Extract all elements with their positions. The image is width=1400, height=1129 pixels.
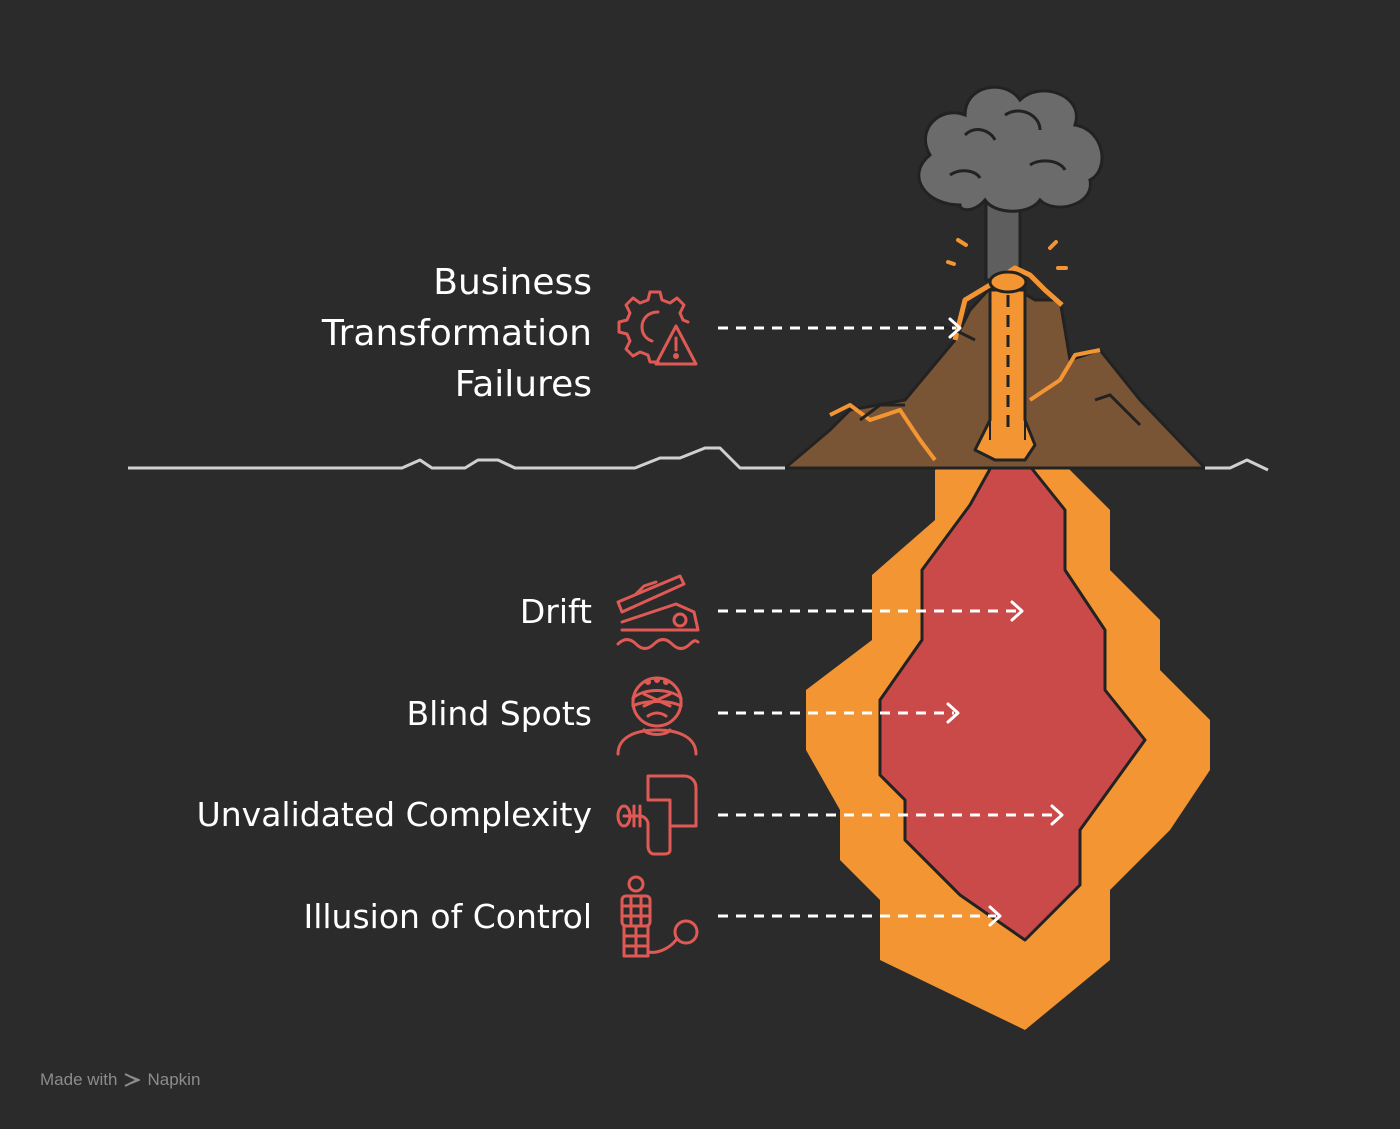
illusion-of-control-label: Illusion of Control <box>303 897 592 936</box>
napkin-logo-icon <box>125 1073 141 1087</box>
unvalidated-complexity-label: Unvalidated Complexity <box>196 795 592 834</box>
ground-line <box>128 446 1269 472</box>
unvalidated-complexity-arrow <box>718 804 1064 826</box>
top-item-label: Business Transformation Failures <box>322 257 592 410</box>
sinking-boat-icon <box>616 574 700 650</box>
top-item-label-line-3: Failures <box>454 364 592 405</box>
lava-splatter <box>946 238 1068 270</box>
footer-brand: Napkin <box>147 1070 201 1089</box>
gear-warning-icon <box>617 290 698 366</box>
blindfolded-person-icon <box>616 676 698 756</box>
top-item-label-line-2: Transformation <box>321 313 592 354</box>
footer-prefix: Made with <box>40 1070 118 1089</box>
top-item-label-line-1: Business <box>433 262 592 303</box>
blind-spots-label: Blind Spots <box>406 694 592 733</box>
top-item-arrow <box>718 317 962 339</box>
ball-and-chain-person-icon <box>620 875 699 958</box>
bent-pipe-icon <box>616 774 698 856</box>
drift-arrow <box>718 600 1024 622</box>
footer-credit: Made with Napkin <box>40 1070 200 1090</box>
drift-label: Drift <box>519 592 592 631</box>
illusion-of-control-arrow <box>718 905 1002 927</box>
magma-core <box>878 458 1147 942</box>
blind-spots-arrow <box>718 702 960 724</box>
smoke-cloud <box>917 85 1104 213</box>
